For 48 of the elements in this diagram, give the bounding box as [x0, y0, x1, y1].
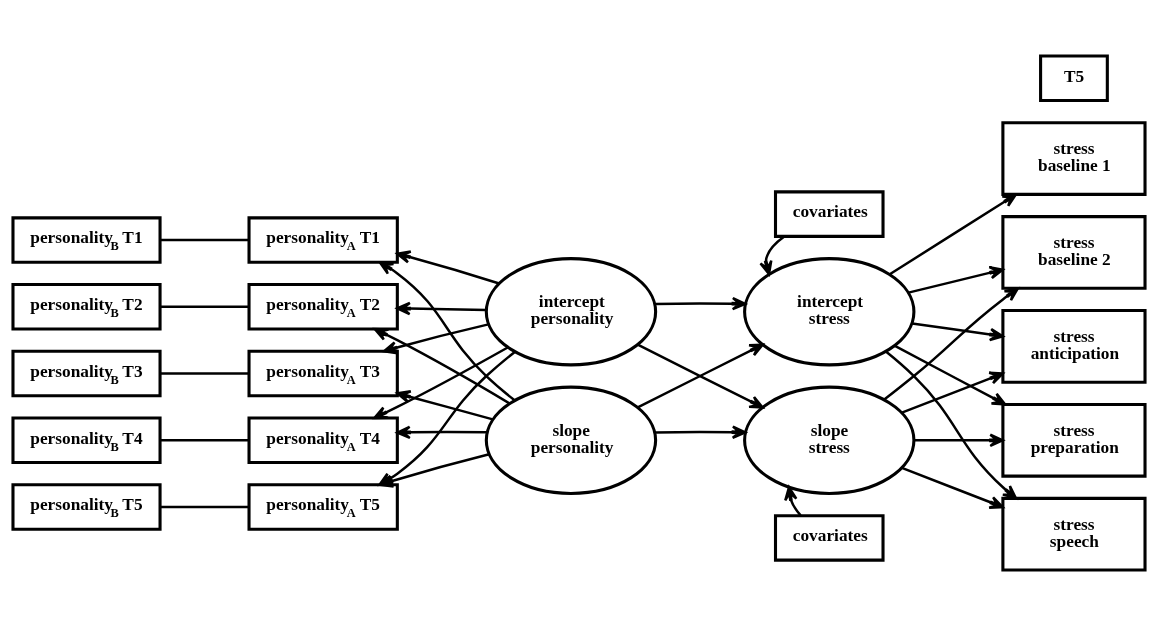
arrow — [908, 265, 1004, 294]
node-ellipse: slope personality — [484, 385, 658, 495]
node-box: personality$_{A}$ T4 — [247, 416, 399, 465]
arrow — [901, 371, 1004, 414]
node-box: personality$_{B}$ T4 — [11, 416, 162, 465]
node-box: personality$_{A}$ T3 — [247, 349, 399, 398]
connector — [160, 305, 249, 309]
arrow — [378, 261, 516, 402]
arrow — [759, 235, 786, 276]
node-box: personality$_{B}$ T5 — [11, 483, 162, 531]
node-box: personality$_{B}$ T2 — [11, 283, 162, 331]
node-box: T5 — [1039, 54, 1109, 102]
arrow — [382, 323, 489, 355]
node-box: stress baseline 2 — [1001, 215, 1147, 290]
arrow — [654, 425, 747, 439]
node-box: stress baseline 1 — [1001, 121, 1147, 196]
arrow — [396, 425, 488, 440]
connector — [160, 372, 249, 375]
arrow — [654, 296, 747, 311]
arrow — [914, 433, 1004, 448]
arrow — [396, 250, 500, 285]
connector — [160, 505, 249, 509]
arrow — [396, 390, 494, 421]
node-box: personality$_{A}$ T1 — [247, 216, 399, 264]
arrow — [373, 346, 509, 420]
node-box: personality$_{B}$ T1 — [11, 216, 162, 264]
arrow — [885, 350, 1018, 500]
node-box: personality$_{B}$ T3 — [11, 349, 162, 398]
arrow — [784, 486, 802, 517]
arrow — [912, 322, 1004, 342]
node-box: stress anticipation — [1001, 309, 1147, 384]
arrow — [637, 343, 764, 409]
node-box: stress preparation — [1001, 402, 1147, 478]
connector — [160, 238, 249, 242]
node-ellipse: intercept personality — [484, 257, 658, 367]
node-box: covariates — [773, 514, 885, 562]
node-box: personality$_{A}$ T5 — [247, 483, 399, 531]
node-ellipse: slope stress — [743, 385, 916, 495]
arrow — [889, 193, 1017, 276]
arrow — [901, 466, 1004, 509]
arrow — [893, 344, 1007, 406]
connector — [160, 439, 249, 442]
arrow — [373, 327, 511, 405]
node-box: stress speech — [1001, 496, 1147, 572]
arrow — [396, 301, 487, 316]
node-box: covariates — [773, 190, 885, 238]
node-box: personality$_{A}$ T2 — [247, 283, 399, 331]
arrow — [883, 287, 1019, 401]
